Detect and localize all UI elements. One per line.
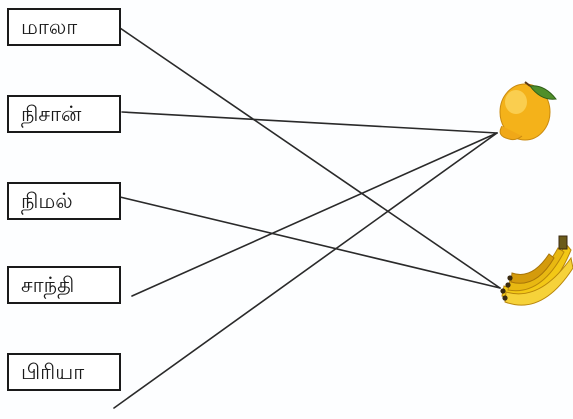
match-line-3 — [131, 132, 498, 297]
mango-icon — [499, 81, 557, 141]
name-box-mala[interactable]: மாலா — [7, 8, 121, 46]
name-label: சாந்தி — [21, 272, 75, 297]
match-line-4 — [113, 132, 498, 409]
name-box-santhi[interactable]: சாந்தி — [7, 266, 121, 304]
name-label: நிசான் — [21, 101, 82, 126]
name-box-priya[interactable]: பிரியா — [7, 353, 121, 391]
name-box-nisan[interactable]: நிசான் — [7, 95, 121, 133]
name-label: பிரியா — [21, 359, 85, 384]
banana-bunch-icon — [500, 235, 573, 306]
match-line-1 — [121, 111, 498, 134]
name-label: மாலா — [21, 14, 78, 39]
match-line-2 — [119, 196, 501, 289]
name-label: நிமல் — [21, 188, 73, 213]
match-line-0 — [119, 27, 501, 289]
name-box-nimal[interactable]: நிமல் — [7, 182, 121, 220]
